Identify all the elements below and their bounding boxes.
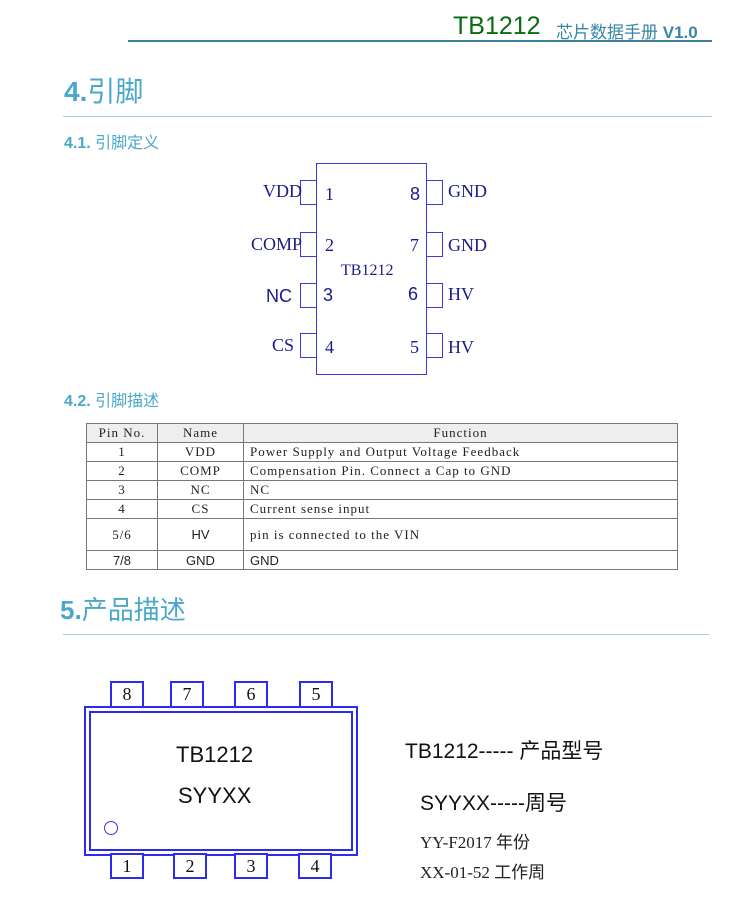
cell: COMP	[157, 461, 244, 481]
pin-name: GND	[448, 181, 487, 201]
pin-1	[300, 180, 317, 205]
section-rule	[63, 634, 709, 635]
marking-chip-outer	[84, 706, 358, 856]
legend-year: YY-F2017 年份	[420, 833, 531, 852]
pin-number: 6	[408, 284, 419, 304]
header-model: TB1212	[453, 12, 541, 40]
pin-number: 1	[325, 184, 334, 204]
cell: VDD	[157, 442, 244, 462]
pin-2	[300, 232, 317, 257]
cell: Current sense input	[243, 499, 678, 519]
pin-number: 3	[323, 285, 334, 305]
section-4-heading: 4.引脚	[64, 70, 143, 110]
header-rule	[128, 40, 712, 42]
doc-title: 芯片数据手册	[556, 23, 658, 42]
pin1-dot-icon	[104, 821, 118, 835]
pin-3	[300, 283, 317, 308]
section-title: 引脚定义	[95, 135, 160, 152]
col-header: Pin No.	[86, 423, 158, 443]
legend-model: TB1212----- 产品型号	[405, 740, 604, 763]
cell: Power Supply and Output Voltage Feedback	[243, 442, 678, 462]
legend-week: SYYXX-----周号	[420, 792, 567, 815]
cell: 3	[86, 480, 158, 500]
cell: CS	[157, 499, 244, 519]
section-title: 引脚描述	[95, 393, 160, 410]
marking-chip-inner	[89, 711, 353, 851]
marking-line-1: TB1212	[176, 742, 254, 767]
section-title: 产品描述	[81, 595, 186, 625]
marking-pin-8: 8	[110, 681, 144, 708]
marking-pin-4: 4	[298, 853, 332, 879]
pin-number: 4	[325, 337, 334, 357]
cell: GND	[243, 550, 678, 570]
cell: 4	[86, 499, 158, 519]
section-rule	[63, 116, 712, 117]
pin-name: CS	[271, 335, 294, 355]
marking-pin-6: 6	[234, 681, 268, 708]
cell: 1	[86, 442, 158, 462]
pin-8	[426, 180, 443, 205]
doc-version: V1.0	[662, 23, 698, 42]
col-header: Function	[243, 423, 678, 443]
marking-pin-2: 2	[173, 853, 207, 879]
cell: 5/6	[86, 518, 158, 551]
pin-5	[426, 333, 443, 358]
section-num: 4.	[64, 76, 88, 107]
pin-name: COMP	[250, 234, 302, 254]
cell: Compensation Pin. Connect a Cap to GND	[243, 461, 678, 481]
marking-line-2: SYYXX	[178, 783, 252, 808]
pin-4	[300, 333, 317, 358]
cell: 7/8	[86, 550, 158, 570]
pin-number: 8	[410, 184, 421, 204]
header-doc-title: 芯片数据手册 V1.0	[556, 18, 698, 43]
chip-body	[316, 163, 427, 375]
pin-name: HV	[448, 337, 474, 357]
marking-pin-3: 3	[234, 853, 268, 879]
pin-number: 7	[410, 235, 419, 255]
marking-pin-7: 7	[170, 681, 204, 708]
section-5-heading: 5.产品描述	[60, 590, 186, 627]
pin-name: GND	[448, 235, 487, 255]
pin-7	[426, 232, 443, 257]
section-title: 引脚	[87, 76, 144, 107]
section-4-2-heading: 4.2. 引脚描述	[64, 387, 159, 411]
section-4-1-heading: 4.1. 引脚定义	[64, 129, 159, 153]
col-header: Name	[157, 423, 244, 443]
section-num: 4.2.	[64, 393, 91, 410]
pin-name: NC	[266, 286, 292, 306]
legend-workweek: XX-01-52 工作周	[420, 863, 546, 882]
cell: NC	[243, 480, 678, 500]
cell: NC	[157, 480, 244, 500]
cell: pin is connected to the VIN	[243, 518, 678, 551]
pin-number: 2	[325, 235, 334, 255]
marking-pin-1: 1	[110, 853, 144, 879]
section-num: 5.	[60, 595, 82, 625]
pin-number: 5	[410, 337, 419, 357]
section-num: 4.1.	[64, 135, 91, 152]
cell: GND	[157, 550, 244, 570]
chip-label: TB1212	[341, 262, 394, 279]
cell: HV	[157, 518, 244, 551]
pin-name: VDD	[263, 181, 302, 201]
pin-6	[426, 283, 443, 308]
pin-name: HV	[448, 284, 474, 304]
cell: 2	[86, 461, 158, 481]
marking-pin-5: 5	[299, 681, 333, 708]
